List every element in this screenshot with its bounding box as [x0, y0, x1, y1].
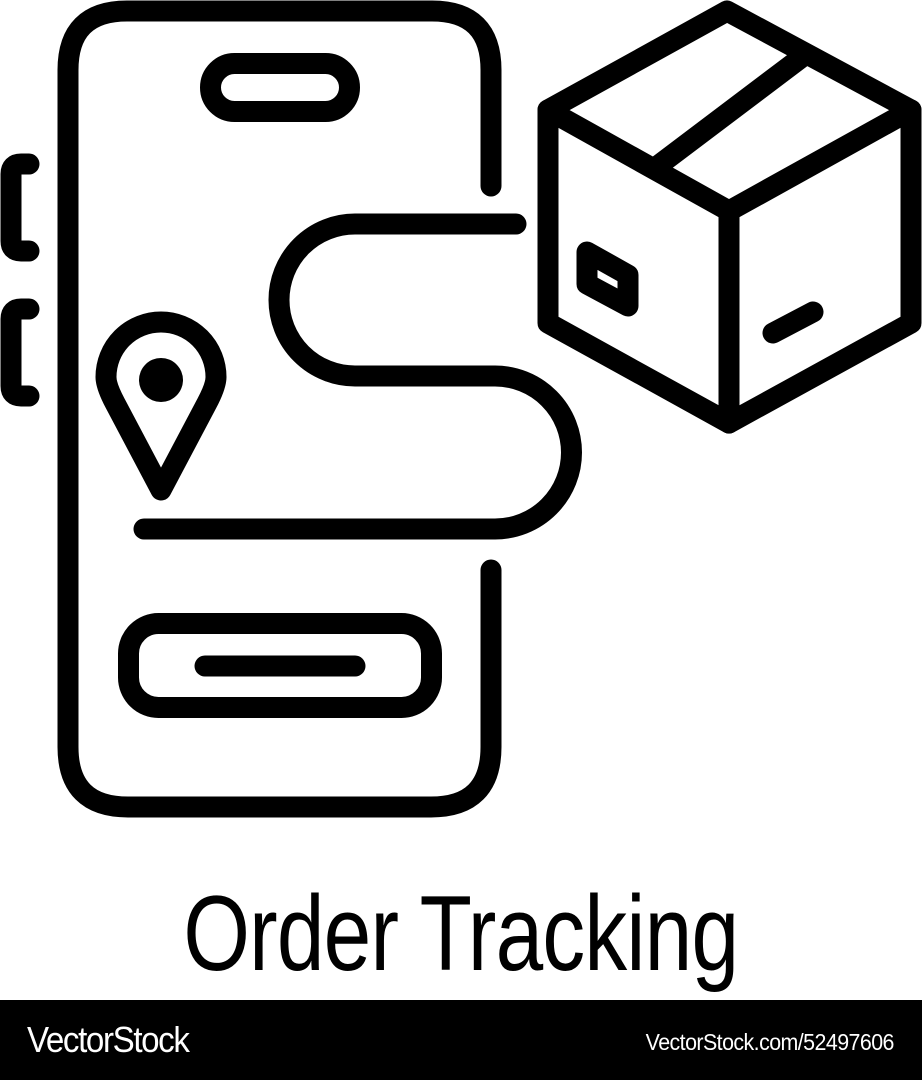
phone-action-button	[118, 613, 442, 718]
phone-side-button-upper	[0, 153, 40, 262]
box-handle-slot	[762, 301, 824, 344]
footer-image-id: VectorStock.com/52497606	[645, 1029, 895, 1055]
caption-title: Order Tracking	[183, 873, 740, 993]
pin-center-dot	[139, 358, 183, 402]
phone-speaker-notch	[200, 53, 360, 122]
footer-brand-logo: VectorStock	[27, 1019, 190, 1060]
order-tracking-illustration	[0, 0, 922, 818]
route-path-icon	[133, 213, 582, 540]
caption: Order Tracking	[0, 868, 922, 998]
watermark-footer: VectorStock VectorStock.com/52497606	[0, 1000, 922, 1080]
package-box-icon	[537, 0, 922, 434]
box-label	[576, 241, 639, 317]
phone-frame-top	[57, 0, 502, 818]
box-top-edges	[537, 99, 922, 222]
pin-outline	[95, 311, 227, 501]
smartphone-icon	[0, 0, 502, 818]
box-tape-line	[644, 43, 817, 179]
location-pin-icon	[95, 311, 227, 501]
phone-side-button-lower	[0, 298, 40, 407]
